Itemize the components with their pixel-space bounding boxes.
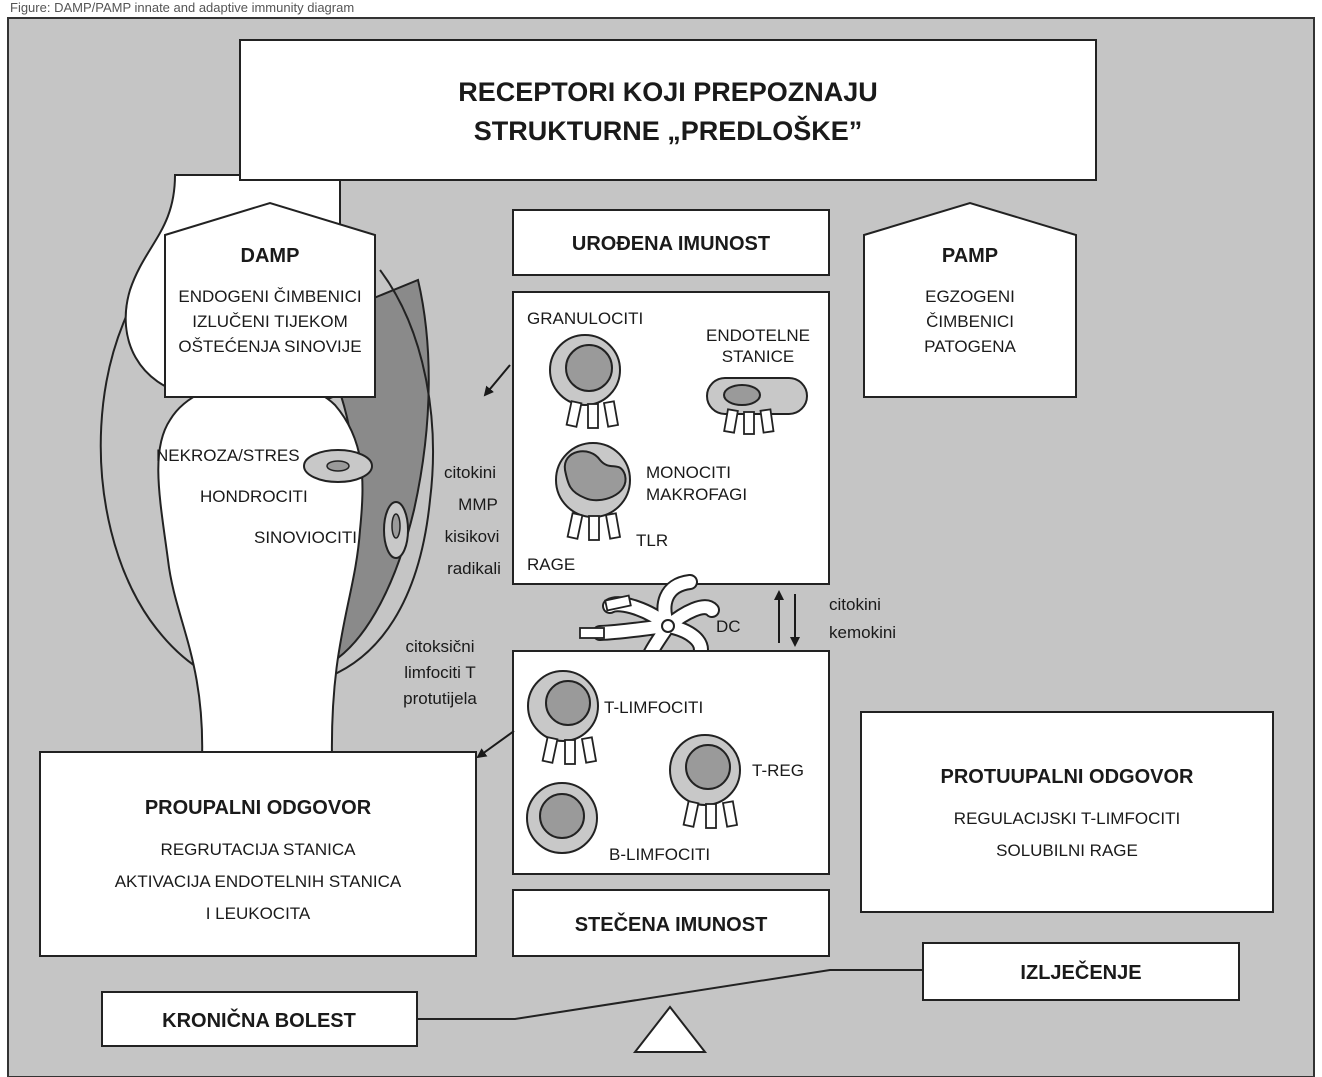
pamp-line-3: PATOGENA — [924, 337, 1016, 356]
title-box: RECEPTORI KOJI PREPOZNAJU STRUKTURNE „PR… — [239, 39, 1097, 181]
antiinflammatory-box: PROTUUPALNI ODGOVOR REGULACIJSKI T-LIMFO… — [860, 711, 1274, 913]
title-line-2: STRUKTURNE „PREDLOŠKE” — [474, 115, 863, 146]
arrow-to-effectors — [476, 730, 515, 759]
endothelial-label-2: STANICE — [722, 347, 794, 366]
macrophages-label: MAKROFAGI — [646, 485, 747, 504]
title-line-1: RECEPTORI KOJI PREPOZNAJU — [458, 77, 878, 107]
chronic-disease-box: KRONIČNA BOLEST — [101, 991, 418, 1047]
effector-line-3: protutijela — [403, 689, 477, 708]
balance-scale — [417, 969, 923, 1053]
proinflammatory-line-3: I LEUKOCITA — [206, 904, 311, 923]
effector-line-2: limfociti T — [404, 663, 475, 682]
synoviocyte-nucleus — [391, 513, 401, 539]
damp-line-3: OŠTEĆENJA SINOVIJE — [178, 337, 361, 356]
effectors-text: citoksični limfociti T protutijela — [403, 637, 477, 708]
pamp-line-1: EGZOGENI — [925, 287, 1015, 306]
granulocyte-cell — [549, 334, 621, 429]
b-lymphocyte-cell — [526, 782, 598, 854]
antiinflammatory-line-1: REGULACIJSKI T-LIMFOCITI — [954, 809, 1180, 828]
proinflammatory-line-2: AKTIVACIJA ENDOTELNIH STANICA — [115, 872, 402, 891]
necrosis-label: NEKROZA/STRES — [156, 446, 300, 465]
acquired-immunity-title: STEČENA IMUNOST — [575, 912, 768, 936]
mediator-line-3: kisikovi — [445, 527, 500, 546]
t-lymphocyte-cell — [527, 670, 599, 765]
arrow-to-joint — [483, 364, 511, 397]
mediator-mid-1: citokini — [829, 595, 881, 614]
mediator-line-1: citokini — [444, 463, 496, 482]
effector-line-1: citoksični — [406, 637, 475, 656]
granulocytes-label: GRANULOCITI — [527, 309, 643, 328]
damp-box: DAMP ENDOGENI ČIMBENICI IZLUČENI TIJEKOM… — [164, 201, 376, 398]
figure-caption: Figure: DAMP/PAMP innate and adaptive im… — [10, 0, 354, 15]
t-reg-label: T-REG — [752, 761, 804, 780]
b-lymphocytes-label: B-LIMFOCITI — [609, 845, 710, 864]
pamp-title: PAMP — [942, 245, 998, 267]
synoviocytes-label: SINOVIOCITI — [254, 528, 357, 547]
dc-label: DC — [716, 617, 741, 636]
mediator-line-4: radikali — [447, 559, 501, 578]
dendritic-cell — [579, 574, 720, 684]
monocyte-cell — [555, 442, 631, 541]
rage-label: RAGE — [527, 555, 575, 574]
proinflammatory-title: PROUPALNI ODGOVOR — [145, 797, 372, 819]
mediators-left: citokini MMP kisikovi radikali — [444, 463, 501, 578]
healing-box: IZLJEČENJE — [922, 942, 1240, 1001]
damp-line-1: ENDOGENI ČIMBENICI — [178, 287, 361, 306]
balance-fulcrum — [632, 1005, 708, 1053]
pamp-line-2: ČIMBENICI — [926, 312, 1014, 331]
proinflammatory-box: PROUPALNI ODGOVOR REGRUTACIJA STANICA AK… — [39, 751, 477, 957]
mediators-mid: citokini kemokini — [829, 595, 896, 642]
tlr-label: TLR — [636, 531, 668, 550]
endothelial-label-1: ENDOTELNE — [706, 326, 810, 345]
healing-label: IZLJEČENJE — [1020, 960, 1141, 984]
balance-beam — [417, 969, 923, 1020]
antiinflammatory-title: PROTUUPALNI ODGOVOR — [941, 766, 1195, 788]
chondrocytes-label: HONDROCITI — [200, 487, 308, 506]
monocytes-label: MONOCITI — [646, 463, 731, 482]
t-lymphocytes-label: T-LIMFOCITI — [604, 698, 703, 717]
innate-immunity-label-box: UROĐENA IMUNOST — [512, 209, 830, 276]
acquired-cells-box: T-LIMFOCITI T-REG B-LIMFOCITI — [512, 650, 830, 875]
mediator-mid-2: kemokini — [829, 623, 896, 642]
mediator-line-2: MMP — [458, 495, 498, 514]
innate-cells-box: GRANULOCITI ENDOTELNE STANICE MONOCITI M… — [512, 291, 830, 585]
chondrocyte-nucleus — [326, 460, 350, 472]
chronic-disease-label: KRONIČNA BOLEST — [162, 1008, 356, 1032]
antiinflammatory-line-2: SOLUBILNI RAGE — [996, 841, 1138, 860]
damp-line-2: IZLUČENI TIJEKOM — [192, 312, 348, 331]
innate-immunity-title: UROĐENA IMUNOST — [572, 233, 770, 255]
endothelial-cell — [706, 377, 808, 435]
pamp-box: PAMP EGZOGENI ČIMBENICI PATOGENA — [863, 201, 1077, 398]
damp-title: DAMP — [241, 245, 300, 267]
proinflammatory-line-1: REGRUTACIJA STANICA — [161, 840, 357, 859]
t-reg-cell — [669, 734, 741, 829]
acquired-immunity-label-box: STEČENA IMUNOST — [512, 889, 830, 957]
